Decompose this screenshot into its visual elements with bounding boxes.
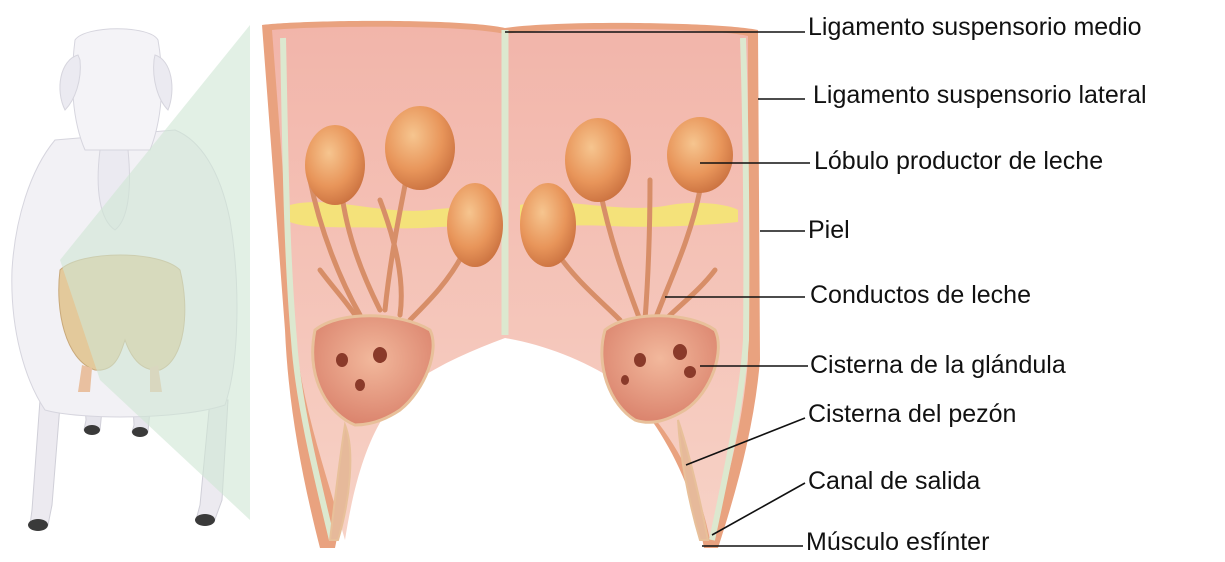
hoof-icon	[195, 514, 215, 526]
label-lateral-ligament: Ligamento suspensorio lateral	[813, 80, 1147, 110]
lobule-icon	[520, 183, 576, 267]
hoof-icon	[84, 425, 100, 435]
label-streak-canal: Canal de salida	[808, 466, 980, 496]
label-milk-ducts: Conductos de leche	[810, 280, 1031, 310]
udder-cross-section	[262, 21, 760, 548]
lobule-icon	[305, 125, 365, 205]
label-median-ligament: Ligamento suspensorio medio	[808, 12, 1142, 42]
sheep-head	[72, 29, 161, 150]
lobule-icon	[565, 118, 631, 202]
label-gland-cistern: Cisterna de la glándula	[810, 350, 1066, 380]
lobule-icon	[385, 106, 455, 190]
label-skin: Piel	[808, 215, 850, 245]
lobule-icon	[447, 183, 503, 267]
label-teat-cistern: Cisterna del pezón	[808, 399, 1016, 429]
lobule-icon	[667, 117, 733, 193]
sheep-illustration	[12, 25, 250, 531]
label-lobule: Lóbulo productor de leche	[814, 146, 1103, 176]
sheep-leg-left	[30, 400, 60, 525]
label-sphincter: Músculo esfínter	[806, 527, 989, 557]
hoof-icon	[28, 519, 48, 531]
hoof-icon	[132, 427, 148, 437]
gland-cistern-left	[313, 316, 433, 425]
